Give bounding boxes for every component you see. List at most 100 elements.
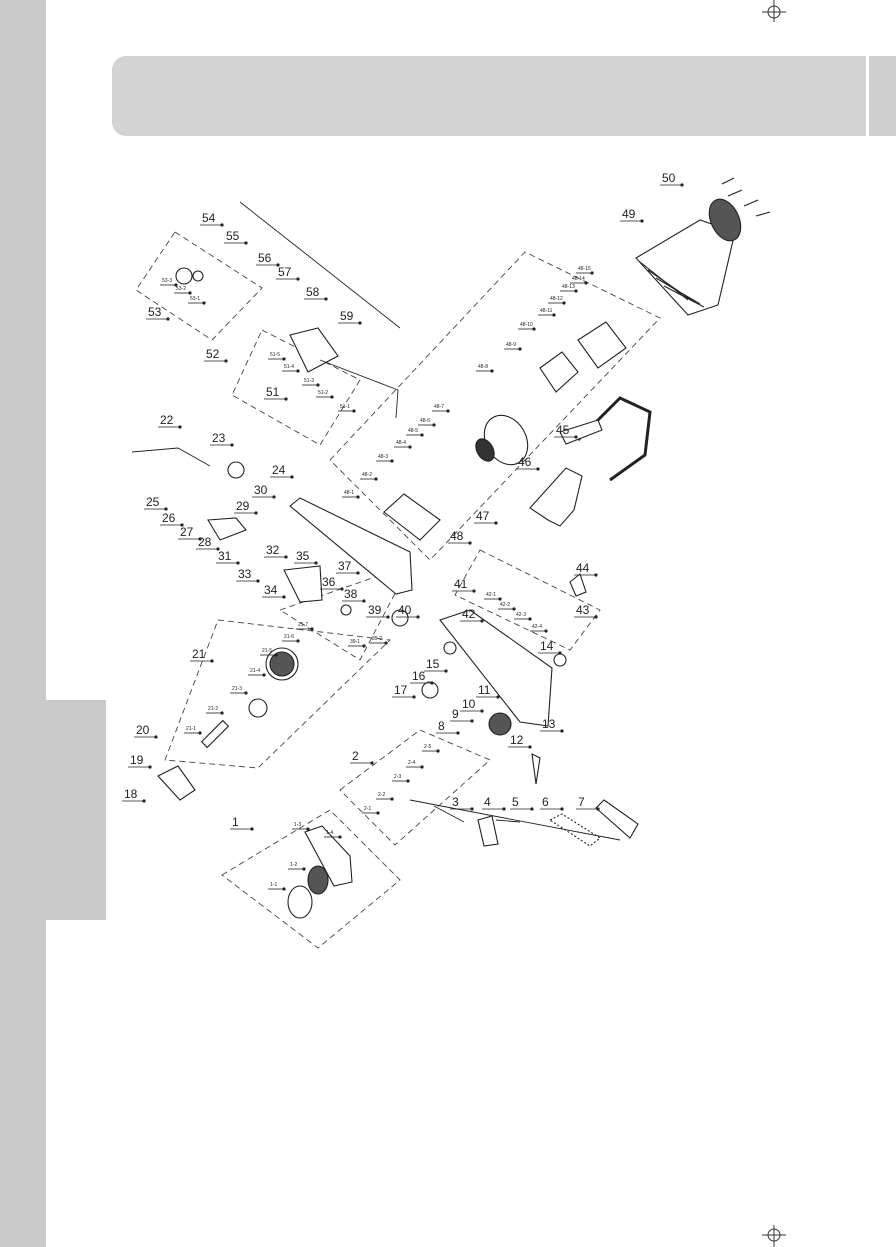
subpart-label-dot — [282, 887, 286, 891]
part-label-dot — [596, 807, 600, 811]
part-label-dot — [224, 359, 228, 363]
subpart-label-39-1: 39-1 — [350, 639, 360, 645]
subpart-label-dot — [302, 867, 306, 871]
subpart-label-dot — [584, 281, 588, 285]
subpart-label-dot — [296, 639, 300, 643]
side-cover — [304, 825, 353, 887]
subpart-label-dot — [374, 477, 378, 481]
subpart-label-42-2: 42-2 — [500, 602, 510, 608]
subpart-label-dot — [384, 641, 388, 645]
part-label-dot — [416, 615, 420, 619]
part-label-dot — [166, 317, 170, 321]
part-label-dot — [480, 619, 484, 623]
subpart-label-dot — [562, 301, 566, 305]
subpart-label-21-6: 21-6 — [284, 634, 294, 640]
part-label-dot — [340, 587, 344, 591]
subpart-label-48-11: 48-11 — [540, 308, 553, 314]
subpart-label-2-1: 2-1 — [364, 806, 371, 812]
part-label-2: 2 — [352, 749, 359, 763]
subpart-label-42-1: 42-1 — [486, 592, 496, 598]
part-label-dot — [470, 719, 474, 723]
subpart-label-dot — [528, 617, 532, 621]
part-label-dot — [250, 827, 254, 831]
part-label-43: 43 — [576, 603, 590, 617]
subpart-label-dot — [420, 765, 424, 769]
subpart-label-51-2: 51-2 — [318, 390, 328, 396]
part-label-dot — [210, 659, 214, 663]
part-label-17: 17 — [394, 683, 408, 697]
part-label-dot — [356, 571, 360, 575]
part-label-dot — [370, 761, 374, 765]
part-label-39: 39 — [368, 603, 382, 617]
subpart-label-42-3: 42-3 — [516, 612, 526, 618]
part-label-57: 57 — [278, 265, 292, 279]
subpart-label-48-15: 48-15 — [578, 266, 591, 272]
part-label-24: 24 — [272, 463, 286, 477]
part-label-1: 1 — [232, 815, 239, 829]
part-label-dot — [358, 321, 362, 325]
part-label-dot — [480, 709, 484, 713]
subpart-label-48-14: 48-14 — [572, 276, 585, 282]
subpart-label-dot — [282, 357, 286, 361]
assembly-group-outlines — [135, 231, 661, 949]
subpart-label-dot — [244, 691, 248, 695]
subpart-label-dot — [390, 797, 394, 801]
subpart-label-48-3: 48-3 — [378, 454, 388, 460]
part-label-dot — [640, 219, 644, 223]
subpart-label-21-5: 21-5 — [262, 648, 272, 654]
subpart-label-dot — [532, 327, 536, 331]
part-label-dot — [142, 799, 146, 803]
subpart-label-dot — [188, 291, 192, 295]
part-label-14: 14 — [540, 639, 554, 653]
motor-cover — [635, 219, 736, 316]
body-right — [439, 609, 553, 727]
subpart-label-1-3: 1-3 — [294, 822, 301, 828]
part-label-49: 49 — [622, 207, 636, 221]
part-label-18: 18 — [124, 787, 138, 801]
part-label-34: 34 — [264, 583, 278, 597]
subpart-label-21-4: 21-4 — [250, 668, 260, 674]
part-label-16: 16 — [412, 669, 426, 683]
subpart-label-dot — [590, 271, 594, 275]
subpart-label-dot — [436, 749, 440, 753]
subpart-label-1-2: 1-2 — [290, 862, 297, 868]
guide-bar — [477, 815, 499, 847]
part-label-37: 37 — [338, 559, 352, 573]
subpart-label-48-12: 48-12 — [550, 296, 563, 302]
part-label-dot — [230, 443, 234, 447]
subpart-label-dot — [406, 779, 410, 783]
part-label-20: 20 — [136, 723, 150, 737]
subpart-label-1-4: 1-4 — [326, 830, 333, 836]
rear-handle — [529, 467, 583, 527]
part-label-dot — [284, 397, 288, 401]
part-label-58: 58 — [306, 285, 320, 299]
subpart-label-dot — [356, 495, 360, 499]
part-label-12: 12 — [510, 733, 524, 747]
part-label-dot — [444, 669, 448, 673]
subpart-label-dot — [330, 395, 334, 399]
subpart-label-48-7: 48-7 — [434, 404, 444, 410]
part-label-dot — [272, 495, 276, 499]
part-label-dot — [386, 615, 390, 619]
subpart-label-48-6: 48-6 — [420, 418, 430, 424]
part-label-53: 53 — [148, 305, 162, 319]
part-label-22: 22 — [160, 413, 174, 427]
part-label-10: 10 — [462, 697, 476, 711]
part-label-8: 8 — [438, 719, 445, 733]
page-edge-bar — [0, 0, 46, 1247]
part-label-dot — [314, 561, 318, 565]
part-label-dot — [470, 807, 474, 811]
part-label-dot — [362, 599, 366, 603]
subpart-label-2-4: 2-4 — [408, 760, 415, 766]
subpart-label-dot — [262, 673, 266, 677]
part-label-38: 38 — [344, 587, 358, 601]
part-label-dot — [530, 807, 534, 811]
part-label-dot — [528, 745, 532, 749]
part-label-dot — [198, 537, 202, 541]
part-label-dot — [430, 681, 434, 685]
subpart-label-2-3: 2-3 — [394, 774, 401, 780]
subpart-label-dot — [310, 627, 314, 631]
part-label-dot — [256, 579, 260, 583]
subpart-label-dot — [274, 653, 278, 657]
part-label-dot — [290, 475, 294, 479]
